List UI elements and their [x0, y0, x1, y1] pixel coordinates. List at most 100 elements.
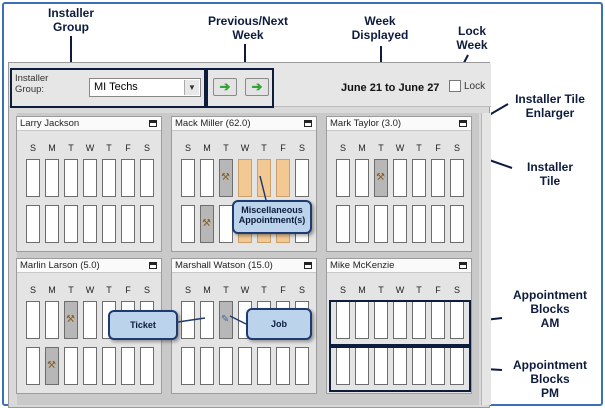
appointment-block-pm[interactable]: [121, 347, 135, 385]
appointment-block-pm[interactable]: [26, 347, 40, 385]
appointment-block-pm[interactable]: [412, 205, 426, 243]
weekday-label: W: [395, 143, 405, 153]
appointment-block-pm[interactable]: [102, 205, 116, 243]
appointment-block-am[interactable]: [26, 301, 40, 339]
appointment-block-am[interactable]: [140, 159, 154, 197]
hammer-icon: ⚒: [47, 360, 56, 371]
appointment-block-am[interactable]: [336, 159, 350, 197]
weekday-label: F: [435, 285, 441, 295]
appointment-block-am[interactable]: [276, 159, 290, 197]
appointment-block-pm[interactable]: [140, 205, 154, 243]
appointment-block-am[interactable]: [83, 301, 97, 339]
appointment-block-am[interactable]: [121, 159, 135, 197]
previous-week-button[interactable]: ➔: [213, 78, 237, 96]
appointment-block-pm[interactable]: [295, 347, 309, 385]
weekday-label: T: [261, 143, 267, 153]
appointment-block-am[interactable]: ⚒: [374, 159, 388, 197]
appointment-block-am[interactable]: [238, 159, 252, 197]
appointment-block-pm[interactable]: [219, 347, 233, 385]
appointment-block-am[interactable]: [295, 159, 309, 197]
appointment-block-pm[interactable]: [181, 205, 195, 243]
appointment-block-am[interactable]: [393, 159, 407, 197]
lock-week-checkbox[interactable]: [449, 80, 461, 92]
vertical-scrollbar[interactable]: [481, 113, 491, 405]
installer-group-value: MI Techs: [94, 81, 138, 93]
appointment-block-pm[interactable]: [431, 205, 445, 243]
annotation-lock-week-text: Lock Week: [456, 24, 488, 52]
installer-group-select[interactable]: MI Techs ▼: [89, 78, 201, 97]
weekday-label: S: [339, 285, 346, 295]
hammer-icon: ⚒: [202, 218, 211, 229]
appointment-block-pm[interactable]: [238, 347, 252, 385]
appointment-block-pm[interactable]: [140, 347, 154, 385]
annotation-week-displayed-text: Week Displayed: [351, 14, 409, 42]
appointment-block-pm[interactable]: [121, 205, 135, 243]
annotation-lock-week: Lock Week: [442, 24, 502, 52]
annotation-installer-group: Installer Group: [36, 6, 106, 34]
next-week-button[interactable]: ➔: [245, 78, 269, 96]
weekday-label: W: [240, 143, 250, 153]
appointment-block-pm[interactable]: [257, 347, 271, 385]
installer-tile-header: Larry Jackson: [17, 117, 161, 131]
appointment-block-am[interactable]: [45, 301, 59, 339]
appointment-block-pm[interactable]: [181, 347, 195, 385]
appointment-block-am[interactable]: [200, 159, 214, 197]
appointment-block-pm[interactable]: [450, 205, 464, 243]
appointment-block-am[interactable]: [355, 159, 369, 197]
appointment-block-pm[interactable]: [83, 205, 97, 243]
appointment-block-am[interactable]: ⚒: [64, 301, 78, 339]
weekday-label: S: [29, 143, 36, 153]
appointment-block-am[interactable]: ⚒: [219, 159, 233, 197]
appointment-block-pm[interactable]: [64, 347, 78, 385]
weekday-label: T: [223, 143, 229, 153]
weekday-label: T: [261, 285, 267, 295]
appointment-block-pm[interactable]: [355, 205, 369, 243]
maximize-icon[interactable]: [459, 262, 467, 269]
annotation-prev-next-week: Previous/Next Week: [196, 14, 300, 42]
appointment-block-pm[interactable]: [336, 205, 350, 243]
pointer-misc: [259, 175, 267, 201]
weekday-label: W: [85, 285, 95, 295]
appointment-block-pm[interactable]: [374, 205, 388, 243]
appointment-block-am[interactable]: [412, 159, 426, 197]
maximize-icon[interactable]: [149, 120, 157, 127]
lock-week-label: Lock: [464, 81, 486, 92]
appointment-block-pm[interactable]: [102, 347, 116, 385]
appointment-block-am[interactable]: [102, 159, 116, 197]
annotation-installer-tile-text: Installer Tile: [526, 160, 574, 188]
weekday-label: T: [68, 143, 74, 153]
appointment-block-am[interactable]: [64, 159, 78, 197]
appointment-block-am[interactable]: [83, 159, 97, 197]
appointment-block-am[interactable]: [257, 159, 271, 197]
appointment-block-pm[interactable]: [45, 205, 59, 243]
pointer-ticket: [177, 317, 206, 323]
maximize-icon[interactable]: [304, 120, 312, 127]
appointment-block-pm[interactable]: [393, 205, 407, 243]
annotation-prev-next-week-text: Previous/Next Week: [207, 14, 289, 42]
maximize-icon[interactable]: [459, 120, 467, 127]
chevron-down-icon[interactable]: ▼: [184, 80, 199, 95]
weekday-label: F: [280, 143, 286, 153]
appointment-block-am[interactable]: [200, 301, 214, 339]
appointment-block-pm[interactable]: [276, 347, 290, 385]
weekday-label: S: [29, 285, 36, 295]
appointment-block-pm[interactable]: [64, 205, 78, 243]
maximize-icon[interactable]: [304, 262, 312, 269]
appointment-block-pm[interactable]: [200, 347, 214, 385]
maximize-icon[interactable]: [149, 262, 157, 269]
appointment-block-am[interactable]: [181, 159, 195, 197]
appointment-block-pm[interactable]: ⚒: [45, 347, 59, 385]
installer-name: Mike McKenzie: [330, 260, 395, 271]
appointment-block-am[interactable]: [450, 159, 464, 197]
appointment-block-am[interactable]: ✎: [219, 301, 233, 339]
appointment-block-am[interactable]: [45, 159, 59, 197]
appointment-block-am[interactable]: [431, 159, 445, 197]
appointment-block-pm[interactable]: [26, 205, 40, 243]
appointment-block-pm[interactable]: ⚒: [200, 205, 214, 243]
appointment-block-pm[interactable]: [83, 347, 97, 385]
appointment-block-am[interactable]: [26, 159, 40, 197]
